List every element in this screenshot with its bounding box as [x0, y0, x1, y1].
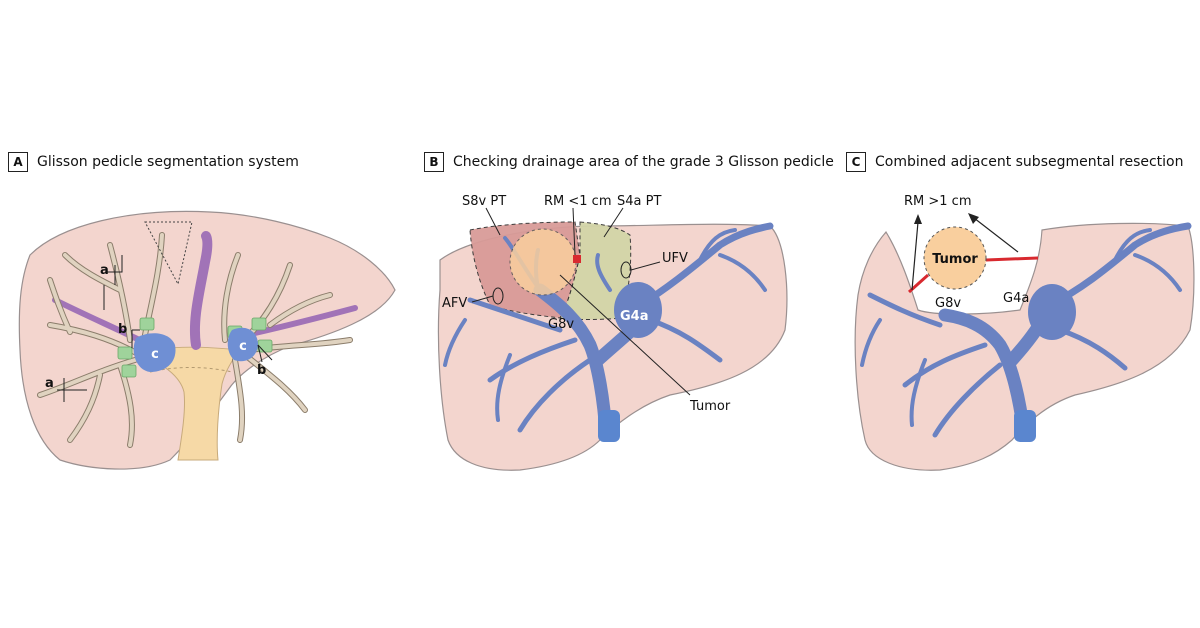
- panel-c-label-rm: RM >1 cm: [904, 194, 972, 209]
- panel-c-label-g8v: G8v: [935, 296, 961, 311]
- panel-b-figure: S8v PT RM <1 cm S4a PT UFV AFV G8v G4a T…: [437, 194, 788, 471]
- panel-a-confluence-left: [133, 333, 176, 372]
- panel-a-label-c-right: c: [239, 339, 247, 354]
- panel-b-label-afv: AFV: [442, 296, 467, 311]
- panel-b-leaders: [471, 207, 691, 396]
- panel-c-header: C Combined adjacent subsegmental resecti…: [846, 152, 1184, 172]
- panel-c-arrowhead-left: [914, 214, 922, 224]
- panel-b-ivc: [598, 410, 620, 442]
- panel-a-liver: [18, 210, 396, 470]
- panel-a-label-b-right: b: [257, 363, 266, 378]
- panel-b-label-g8v: G8v: [548, 317, 574, 332]
- panel-a-confluence-right: [227, 327, 258, 362]
- panel-b-label-s8v-pt: S8v PT: [462, 194, 506, 209]
- panel-b-label-tumor: Tumor: [689, 399, 731, 414]
- panel-a-letter: A: [8, 152, 28, 172]
- panel-c-ivc-confluence: [1028, 284, 1076, 340]
- panel-c-arrows: [911, 217, 1019, 291]
- panel-c-tumor: [923, 226, 987, 290]
- panel-b-title: Checking drainage area of the grade 3 Gl…: [453, 154, 834, 170]
- panel-b-label-s4a-pt: S4a PT: [617, 194, 661, 209]
- panel-c-label-g4a: G4a: [1003, 291, 1029, 306]
- panel-c-letter: C: [846, 152, 866, 172]
- panel-b-label-g4a: G4a: [620, 309, 649, 324]
- panel-b-letter: B: [424, 152, 444, 172]
- panel-b-label-rm: RM <1 cm: [544, 194, 612, 209]
- panel-a-dotted-region: [144, 221, 193, 286]
- panel-c-ivc: [1014, 410, 1036, 442]
- panel-a-label-b-left: b: [118, 322, 127, 337]
- panel-b-header: B Checking drainage area of the grade 3 …: [424, 152, 834, 172]
- panel-b-ivc-confluence: [614, 282, 662, 338]
- panel-a-label-a-upper: a: [100, 263, 109, 278]
- panel-c-figure: Tumor RM >1 cm G8v G4a: [854, 194, 1195, 471]
- panel-a-label-a-lower: a: [45, 376, 54, 391]
- panel-b-margin-mark: [573, 255, 581, 263]
- panel-c-arrowhead-right: [968, 213, 979, 224]
- panel-c-label-tumor: Tumor: [932, 252, 978, 267]
- panel-a-figure: c c a a b b: [18, 210, 396, 470]
- panel-a-header: A Glisson pedicle segmentation system: [8, 152, 299, 172]
- panel-c-title: Combined adjacent subsegmental resection: [875, 154, 1184, 170]
- panel-b-tumor: [509, 228, 577, 296]
- panel-a-leaders: [57, 255, 273, 402]
- panel-a-title: Glisson pedicle segmentation system: [37, 154, 299, 170]
- panel-b-label-ufv: UFV: [662, 251, 688, 266]
- panel-a-portal-trunk: [138, 346, 241, 461]
- panel-a-label-c-left: c: [151, 347, 159, 362]
